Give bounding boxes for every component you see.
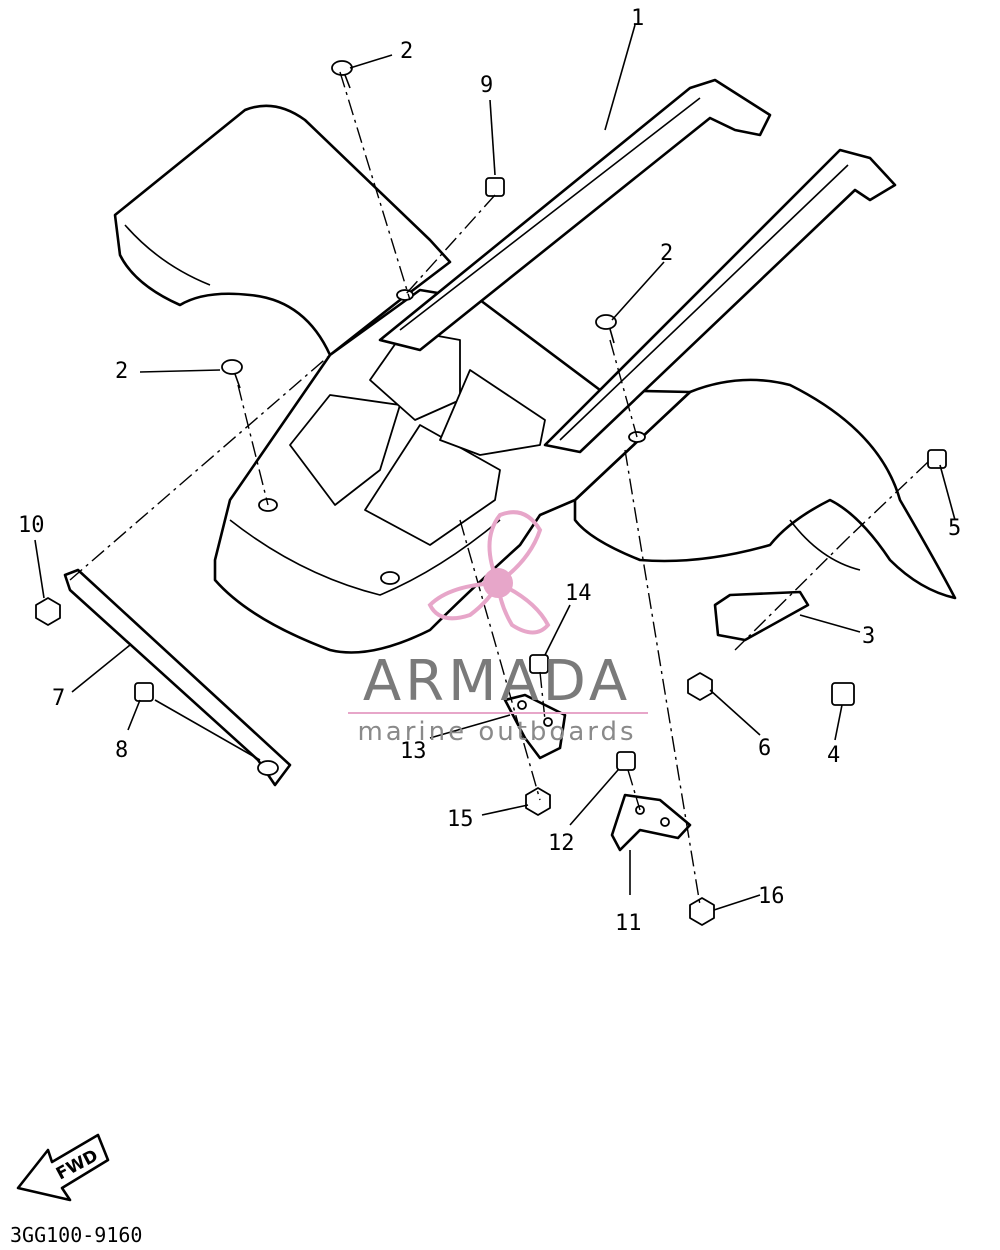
callout-labels: 1 2 9 2 2 10 5 14 3 7 6 4 8 13 15 12 16 … <box>18 6 961 936</box>
callout-6: 6 <box>758 736 771 761</box>
callout-5: 5 <box>948 516 961 541</box>
watermark: ARMADA marine outboards <box>348 510 648 747</box>
watermark-brand: ARMADA <box>363 649 631 714</box>
callout-12: 12 <box>548 831 575 856</box>
front-fender <box>113 104 957 654</box>
diagram-code: 3GG100-9160 <box>10 1223 142 1247</box>
callout-3: 3 <box>862 624 875 649</box>
callout-11: 11 <box>615 911 642 936</box>
callout-9: 9 <box>480 73 493 98</box>
callout-4: 4 <box>827 743 840 768</box>
callout-2-top: 2 <box>400 39 413 64</box>
bracket-13 <box>503 693 567 760</box>
callout-8: 8 <box>115 738 128 763</box>
carrier-rail <box>378 78 897 454</box>
callout-15: 15 <box>447 807 474 832</box>
bracket-11 <box>610 793 692 852</box>
fwd-arrow: FWD <box>16 1133 110 1202</box>
callout-7: 7 <box>52 686 65 711</box>
watermark-tagline: marine outboards <box>357 717 636 747</box>
callout-2-left: 2 <box>115 359 128 384</box>
callout-1: 1 <box>631 6 644 31</box>
callout-16: 16 <box>758 884 785 909</box>
callout-13: 13 <box>400 739 427 764</box>
fasteners <box>35 60 947 926</box>
propeller-logo <box>427 510 551 635</box>
callout-14: 14 <box>565 581 592 606</box>
callout-10: 10 <box>18 513 45 538</box>
assembly-lines <box>69 71 929 906</box>
stay-bracket <box>63 568 292 787</box>
callout-2-right: 2 <box>660 241 673 266</box>
bracket-3 <box>713 590 810 642</box>
leader-lines <box>34 24 956 911</box>
